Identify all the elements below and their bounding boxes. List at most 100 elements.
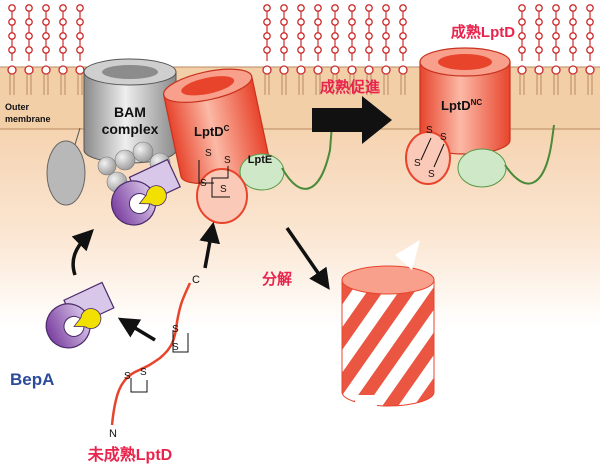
lipid-head: [382, 32, 390, 40]
lipid-head: [24, 65, 34, 75]
lipid-head: [42, 46, 50, 54]
lipid-head: [313, 65, 323, 75]
lipid-head: [42, 32, 50, 40]
lipid-head: [263, 18, 271, 26]
lipid-head: [59, 18, 67, 26]
lipid-head: [552, 46, 560, 54]
mature-lptd-label: 成熟LptD: [451, 23, 515, 41]
lipid-head: [331, 18, 339, 26]
lipid-head: [314, 32, 322, 40]
lipid-head: [364, 65, 374, 75]
bepa-free: [45, 281, 115, 349]
lipid-head: [314, 4, 322, 12]
lipid-head: [585, 65, 595, 75]
lipid-layer: [7, 4, 595, 95]
bepa-label: BepA: [10, 370, 54, 389]
lipid-head: [534, 65, 544, 75]
outer-membrane-label-2: membrane: [5, 114, 51, 124]
lipid-head: [365, 4, 373, 12]
lipid-head: [348, 18, 356, 26]
degradation-label: 分解: [262, 270, 292, 288]
lptd-c-label: LptDC: [194, 124, 230, 139]
promote-arrow: [312, 96, 392, 144]
lptd-nc-barrel: [419, 47, 511, 155]
lipid-head: [552, 4, 560, 12]
lipid-head: [399, 46, 407, 54]
n-terminus-label: N: [109, 428, 117, 440]
lipid-head: [552, 18, 560, 26]
lipid-head: [586, 32, 594, 40]
promote-label: 成熟促進: [320, 78, 381, 96]
lipid-head: [569, 32, 577, 40]
lipid-head: [76, 32, 84, 40]
lipid-head: [382, 4, 390, 12]
lipid-head: [59, 4, 67, 12]
lipid-head: [381, 65, 391, 75]
lipid-head: [382, 46, 390, 54]
lipid-head: [348, 4, 356, 12]
lipid-head: [331, 32, 339, 40]
lipid-head: [58, 65, 68, 75]
lipid-head: [382, 18, 390, 26]
lipid-head: [331, 46, 339, 54]
lipid-head: [8, 4, 16, 12]
outer-membrane-label-1: Outer: [5, 102, 30, 112]
lipid-head: [25, 18, 33, 26]
lipid-head: [348, 46, 356, 54]
lipid-head: [8, 18, 16, 26]
lipid-head: [552, 32, 560, 40]
lipid-head: [297, 46, 305, 54]
lipid-head: [297, 32, 305, 40]
lipid-head: [76, 4, 84, 12]
lipid-head: [586, 4, 594, 12]
lipid-head: [347, 65, 357, 75]
lipid-head: [399, 18, 407, 26]
svg-text:S: S: [224, 155, 231, 166]
lipid-head: [25, 46, 33, 54]
lipid-head: [76, 18, 84, 26]
svg-text:S: S: [428, 169, 435, 180]
lipid-head: [365, 18, 373, 26]
lipid-head: [75, 65, 85, 75]
lipid-head: [348, 32, 356, 40]
bam-label-1: BAM: [114, 104, 146, 120]
lipid-head: [330, 65, 340, 75]
lipid-head: [586, 46, 594, 54]
lipid-head: [518, 46, 526, 54]
lipid-head: [398, 65, 408, 75]
lipid-head: [280, 4, 288, 12]
lipid-head: [7, 65, 17, 75]
lptd-nc-n-domain: [405, 131, 451, 185]
lipid-head: [568, 65, 578, 75]
lipid-head: [569, 18, 577, 26]
svg-text:S: S: [140, 367, 147, 378]
lpte-mature: [457, 148, 507, 188]
lipid-head: [76, 46, 84, 54]
immature-lptd-chain: [110, 282, 192, 426]
lipid-head: [280, 46, 288, 54]
lipid-head: [280, 18, 288, 26]
svg-text:S: S: [172, 324, 179, 335]
svg-text:S: S: [172, 342, 179, 353]
lipid-head: [535, 32, 543, 40]
lipid-head: [59, 32, 67, 40]
lipid-head: [263, 32, 271, 40]
lipid-head: [263, 4, 271, 12]
lipid-head: [8, 46, 16, 54]
lipid-head: [297, 4, 305, 12]
bam-complex: BAM complex: [46, 58, 177, 206]
lipid-head: [262, 65, 272, 75]
lpte-anchor: [281, 124, 333, 190]
lipid-head: [535, 46, 543, 54]
lipid-head: [41, 65, 51, 75]
lipid-head: [551, 65, 561, 75]
lipid-head: [518, 18, 526, 26]
lipid-head: [518, 4, 526, 12]
svg-text:S: S: [414, 158, 421, 169]
lipid-head: [535, 18, 543, 26]
lipid-head: [296, 65, 306, 75]
lipid-head: [517, 65, 527, 75]
lipid-head: [399, 4, 407, 12]
